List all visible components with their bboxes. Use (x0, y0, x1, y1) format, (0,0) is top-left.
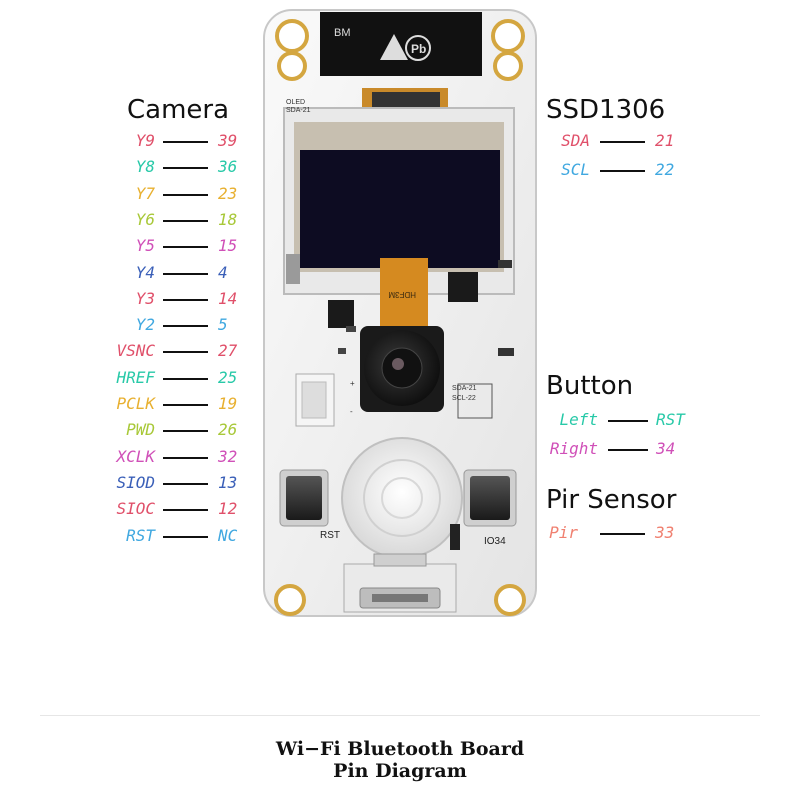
smd-transistor (450, 524, 460, 550)
button_pins-pin-number: RST (656, 410, 685, 429)
camera_pins-pin-connector-line (163, 535, 208, 538)
camera-flex-cable: HDF3M (380, 258, 428, 338)
camera_pins-pin-connector-line (163, 272, 208, 275)
camera-lens (360, 326, 444, 412)
button_pins-pin-connector-line (608, 420, 648, 422)
camera_pins-pin-connector-line (163, 404, 208, 406)
camera_pins-pin-number: 23 (218, 183, 238, 203)
pir-sensor-heading: Pir Sensor (546, 485, 677, 515)
camera_pins-pin-name: XCLK (116, 446, 155, 466)
camera_pins-pin-name: PWD (126, 420, 155, 440)
camera_pins-pin-number: 25 (218, 367, 238, 387)
battery-connector: + - (295, 373, 355, 427)
diagram-title-line1: Wi−Fi Bluetooth Board (275, 738, 525, 760)
pir_pins-pin-name: Pir (549, 523, 578, 542)
pir-sensor (341, 437, 463, 559)
camera_pins-pin-number: 5 (218, 315, 228, 335)
button_pins-pin-connector-line (608, 449, 648, 451)
camera_pins-pin-connector-line (163, 298, 208, 301)
camera_pins-pin-name: Y2 (135, 315, 155, 335)
oled_pins-pin-connector-line (600, 170, 645, 172)
mounting-holes (274, 19, 526, 616)
oled-label: OLED (286, 99, 305, 106)
battery-plus-label: + (350, 379, 355, 388)
title-rule (40, 715, 760, 716)
oled_pins-pin-connector-line (600, 141, 645, 143)
camera_pins-pin-name: SIOD (116, 472, 155, 492)
camera_pins-pin-number: 4 (218, 262, 228, 282)
camera_pins-pin-connector-line (163, 509, 208, 512)
camera_pins-pin-number: 12 (218, 499, 238, 519)
camera_pins-pin-connector-line (163, 377, 208, 380)
pir_pins-pin-number: 33 (655, 523, 675, 542)
camera_pins-pin-number: 14 (218, 288, 238, 308)
camera_pins-pin-connector-line (163, 482, 208, 485)
right-button[interactable]: IO34 (463, 469, 517, 547)
camera_pins-pin-name: Y9 (135, 131, 155, 150)
camera_pins-pin-number: 32 (218, 446, 238, 466)
ssd1306-heading: SSD1306 (546, 95, 666, 125)
left-button[interactable]: RST (279, 469, 340, 541)
camera_pins-pin-name: Y6 (135, 209, 155, 229)
oled_pins-pin-name: SDA (561, 131, 590, 150)
oled_pins-pin-number: 21 (655, 131, 675, 150)
camera_pins-pin-name: HREF (116, 367, 155, 387)
smd-components: SDA-21 SCL-22 (328, 260, 514, 419)
oled-sda-label: SDA-21 (286, 107, 311, 114)
camera_pins-pin-connector-line (163, 193, 208, 196)
battery-minus-label: - (350, 407, 353, 416)
pir_pins-pin-connector-line (600, 533, 645, 535)
camera_pins-pin-name: RST (126, 525, 155, 545)
diagram-title-line2: Pin Diagram (333, 760, 467, 782)
board-illustration: BM Pb OLED SDA-21 HDF3M SDA-21 SCL-22 (263, 9, 537, 617)
pb-free-icon: Pb (411, 42, 426, 56)
scl-silk-label: SCL-22 (452, 395, 476, 402)
camera_pins-pin-number: NC (218, 525, 238, 545)
camera_pins-pin-number: 26 (218, 420, 238, 440)
board-bm-label: BM (334, 27, 351, 39)
camera_pins-pin-number: 15 (218, 236, 238, 256)
button_pins-pin-number: 34 (656, 439, 676, 458)
camera_pins-pin-connector-line (163, 430, 208, 433)
oled_pins-pin-name: SCL (561, 160, 590, 179)
camera_pins-pin-name: VSNC (116, 341, 155, 361)
camera-heading: Camera (127, 95, 230, 125)
button-heading: Button (546, 371, 634, 401)
camera_pins-pin-name: Y3 (135, 288, 155, 308)
camera_pins-pin-number: 39 (218, 131, 238, 150)
camera_pins-pin-number: 36 (218, 157, 238, 177)
camera_pins-pin-connector-line (163, 167, 208, 170)
button_pins-pin-name: Right (549, 439, 598, 458)
camera_pins-pin-name: Y5 (135, 236, 155, 256)
sda-silk-label: SDA-21 (452, 385, 477, 392)
button_pins-pin-name: Left (559, 410, 598, 429)
camera_pins-pin-connector-line (163, 141, 208, 143)
flex-label: HDF3M (388, 290, 416, 299)
camera_pins-pin-connector-line (163, 325, 208, 328)
esd-chip: BM Pb (320, 12, 482, 76)
camera_pins-pin-name: PCLK (116, 394, 155, 413)
camera_pins-pin-connector-line (163, 351, 208, 354)
oled_pins-pin-number: 22 (655, 160, 675, 179)
camera_pins-pin-name: Y7 (135, 183, 155, 203)
camera_pins-pin-number: 27 (218, 341, 238, 361)
camera_pins-pin-connector-line (163, 246, 208, 249)
camera_pins-pin-name: Y4 (135, 262, 155, 282)
camera_pins-pin-number: 13 (218, 472, 238, 492)
camera_pins-pin-name: SIOC (116, 499, 155, 519)
rst-silk-label: RST (320, 530, 340, 541)
io34-silk-label: IO34 (484, 536, 506, 547)
camera_pins-pin-connector-line (163, 456, 208, 459)
camera_pins-pin-name: Y8 (135, 157, 155, 177)
camera_pins-pin-number: 19 (218, 394, 238, 413)
usb-connector[interactable] (343, 553, 457, 613)
camera_pins-pin-connector-line (163, 219, 208, 222)
camera_pins-pin-number: 18 (218, 209, 238, 229)
